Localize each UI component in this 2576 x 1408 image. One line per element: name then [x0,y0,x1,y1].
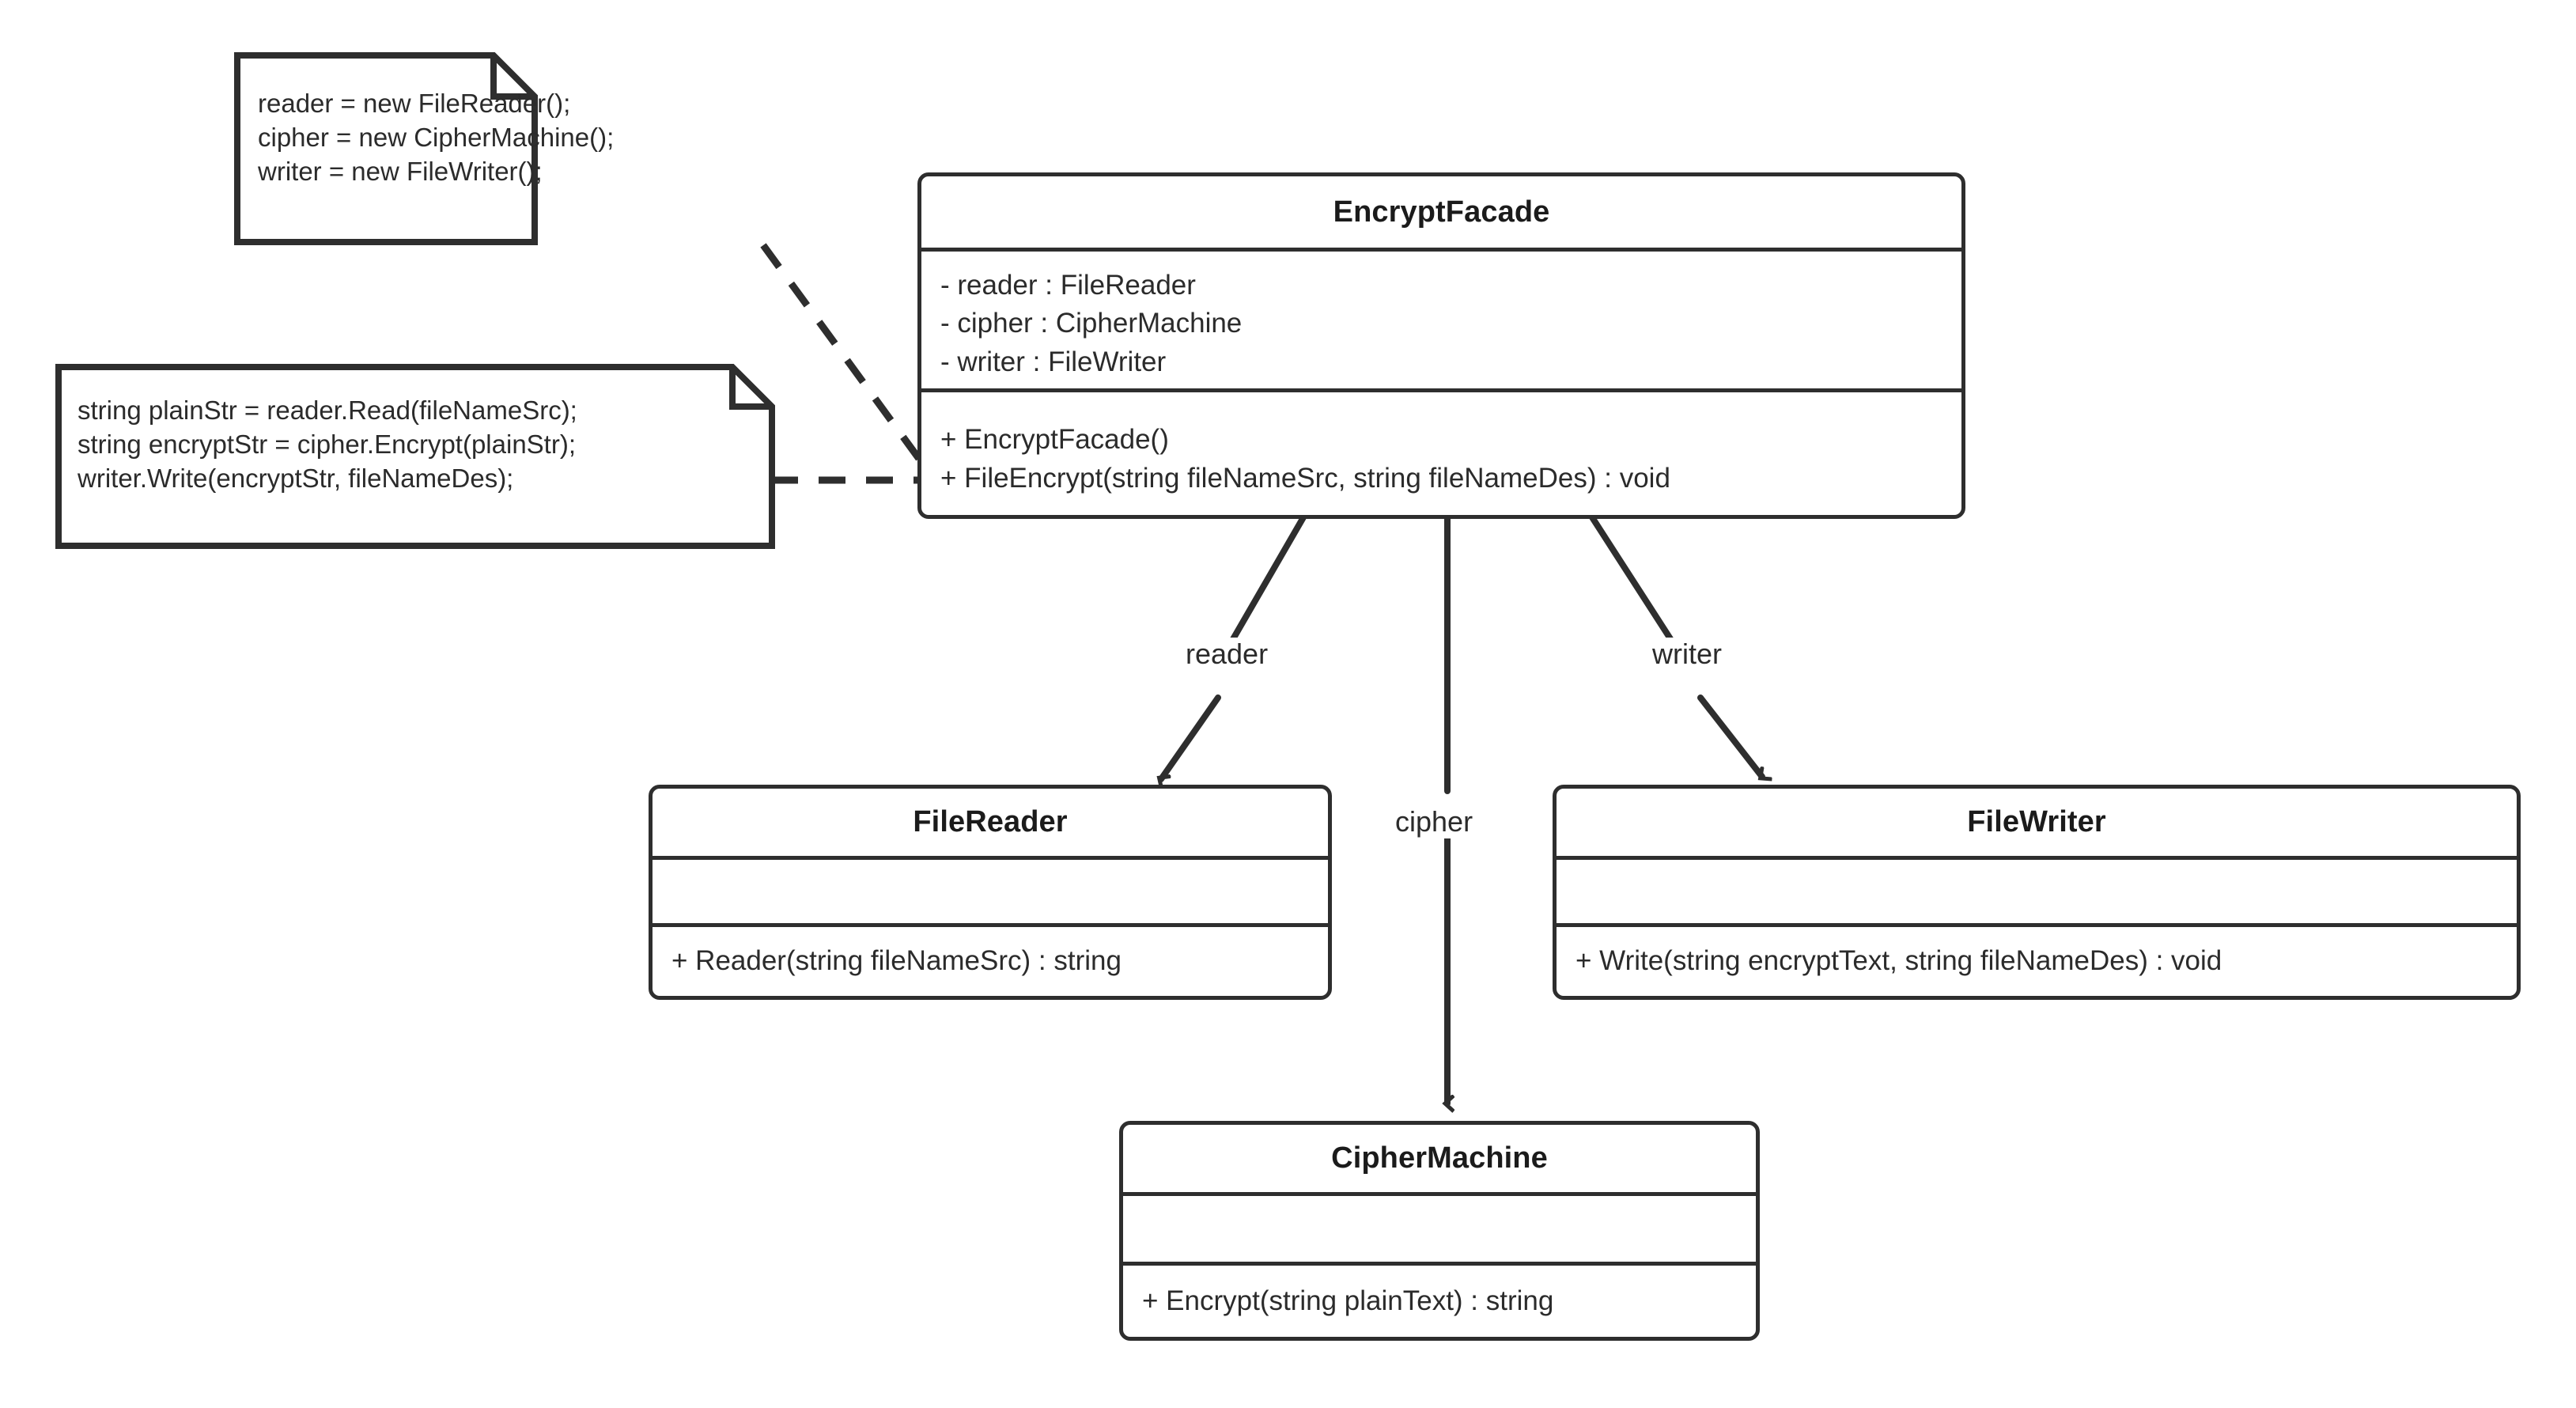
note-line: writer.Write(encryptStr, fileNameDes); [78,464,514,493]
class-operation: + Reader(string fileNameSrc) : string [671,945,1122,977]
association-label-reader: reader [1181,638,1273,671]
class-attributes-encrypt-facade: - reader : FileReader - cipher : CipherM… [921,248,1961,388]
note-constructor: reader = new FileReader(); cipher = new … [234,52,614,245]
note-line: cipher = new CipherMachine(); [258,123,615,152]
class-operation: + Encrypt(string plainText) : string [1142,1285,1554,1316]
note-line: reader = new FileReader(); [258,89,571,118]
note-line: writer = new FileWriter(); [258,157,543,186]
class-attributes-file-writer [1557,856,2517,923]
class-operations-cipher-machine: + Encrypt(string plainText) : string [1123,1262,1756,1337]
note-constructor-text: reader = new FileReader(); cipher = new … [258,90,614,184]
association-reader-arrow [1161,695,1221,779]
class-attribute: - writer : FileWriter [940,346,1167,377]
association-writer-line [1589,514,1680,652]
association-writer-arrow [1697,695,1762,777]
class-operations-encrypt-facade: + EncryptFacade() + FileEncrypt(string f… [921,388,1961,515]
class-box-encrypt-facade[interactable]: EncryptFacade - reader : FileReader - ci… [917,172,1965,519]
class-box-file-reader[interactable]: FileReader + Reader(string fileNameSrc) … [649,785,1332,1000]
class-name-file-writer: FileWriter [1967,805,2106,838]
class-operation: + EncryptFacade() [940,424,1169,456]
class-operation: + Write(string encryptText, string fileN… [1575,945,2222,977]
note-line: string plainStr = reader.Read(fileNameSr… [78,396,577,425]
association-reader-line [1224,514,1307,652]
class-box-file-writer[interactable]: FileWriter + Write(string encryptText, s… [1553,785,2521,1000]
note-line: string encryptStr = cipher.Encrypt(plain… [78,430,576,459]
association-label-writer: writer [1647,638,1727,671]
note-constructor-shape [234,52,538,245]
class-operations-file-reader: + Reader(string fileNameSrc) : string [653,923,1328,996]
class-name-encrypt-facade: EncryptFacade [1333,195,1550,229]
class-attribute: - cipher : CipherMachine [940,308,1243,339]
note-link-constructor [760,243,922,461]
class-name-cipher-machine: CipherMachine [1331,1141,1548,1175]
class-attributes-cipher-machine [1123,1192,1756,1262]
class-attribute: - reader : FileReader [940,270,1196,301]
note-fileencrypt-shape [55,364,775,549]
class-name-file-reader: FileReader [913,805,1068,838]
class-operation: + FileEncrypt(string fileNameSrc, string… [940,462,1670,494]
class-operations-file-writer: + Write(string encryptText, string fileN… [1557,923,2517,996]
note-fileencrypt-text: string plainStr = reader.Read(fileNameSr… [78,397,577,491]
note-fileencrypt: string plainStr = reader.Read(fileNameSr… [55,364,775,549]
class-attributes-file-reader [653,856,1328,923]
association-label-cipher: cipher [1390,805,1478,838]
class-box-cipher-machine[interactable]: CipherMachine + Encrypt(string plainText… [1119,1121,1760,1341]
